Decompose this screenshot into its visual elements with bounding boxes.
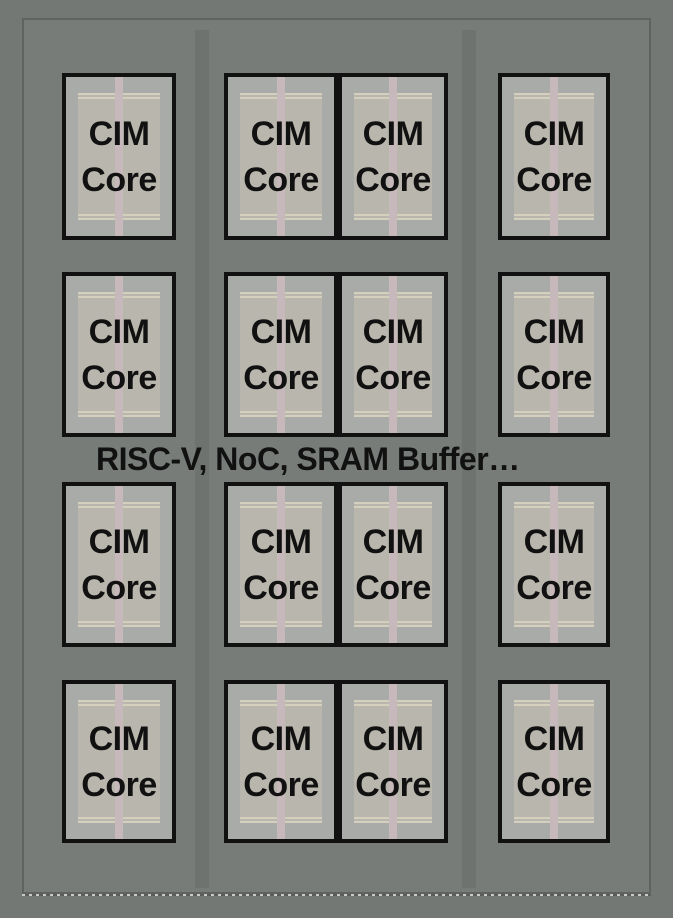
cim-core-label-line1: CIM	[362, 312, 424, 351]
cim-core-label-line1: CIM	[88, 522, 150, 561]
cim-core-label-line1: CIM	[88, 114, 150, 153]
cim-core: CIM Core	[498, 272, 610, 437]
cim-core-label-line2: Core	[81, 765, 157, 804]
cim-core-label: CIM Core	[243, 111, 319, 203]
core-spine	[550, 684, 558, 839]
cim-core: CIM Core	[338, 680, 448, 843]
routing-channel	[195, 30, 209, 888]
cim-core-label-line2: Core	[516, 160, 592, 199]
cim-core-label: CIM Core	[516, 309, 592, 401]
cim-core-label-line1: CIM	[250, 522, 312, 561]
cim-core: CIM Core	[338, 73, 448, 240]
cim-core-label-line1: CIM	[362, 522, 424, 561]
cim-core-label-line1: CIM	[523, 312, 585, 351]
cim-core-label: CIM Core	[243, 309, 319, 401]
cim-core-label: CIM Core	[243, 519, 319, 611]
cim-core-label-line1: CIM	[523, 114, 585, 153]
cim-core-label-line2: Core	[355, 568, 431, 607]
core-spine	[550, 77, 558, 236]
cim-core: CIM Core	[224, 482, 338, 647]
cim-core-label-line2: Core	[243, 160, 319, 199]
shared-logic-caption: RISC-V, NoC, SRAM Buffer…	[96, 441, 520, 477]
cim-core-label: CIM Core	[355, 111, 431, 203]
cim-core: CIM Core	[498, 482, 610, 647]
core-spine	[277, 77, 285, 236]
cim-core-label: CIM Core	[355, 716, 431, 808]
cim-core-label-line2: Core	[243, 568, 319, 607]
core-spine	[389, 486, 397, 643]
cim-core: CIM Core	[224, 680, 338, 843]
core-spine	[115, 486, 123, 643]
cim-core-label-line2: Core	[355, 765, 431, 804]
routing-channel	[462, 30, 476, 888]
cim-core-label-line2: Core	[81, 358, 157, 397]
core-spine	[550, 276, 558, 433]
cim-core-label: CIM Core	[81, 111, 157, 203]
cim-core: CIM Core	[62, 73, 176, 240]
core-spine	[389, 684, 397, 839]
cim-core-label-line1: CIM	[250, 719, 312, 758]
cim-core-label: CIM Core	[516, 519, 592, 611]
core-spine	[277, 486, 285, 643]
core-spine	[389, 77, 397, 236]
cim-core-label-line1: CIM	[88, 719, 150, 758]
cim-core-label: CIM Core	[81, 309, 157, 401]
cim-core-label-line2: Core	[243, 765, 319, 804]
cim-core: CIM Core	[62, 680, 176, 843]
cim-core: CIM Core	[62, 272, 176, 437]
core-spine	[115, 77, 123, 236]
cim-core: CIM Core	[62, 482, 176, 647]
cim-core-label-line1: CIM	[523, 719, 585, 758]
cim-core-label: CIM Core	[355, 519, 431, 611]
cim-core-label-line1: CIM	[250, 312, 312, 351]
cim-core-label-line2: Core	[81, 568, 157, 607]
cim-core-label-line1: CIM	[88, 312, 150, 351]
cim-core-label-line2: Core	[516, 765, 592, 804]
cim-core-label: CIM Core	[516, 716, 592, 808]
cim-core: CIM Core	[224, 272, 338, 437]
cim-core-label: CIM Core	[355, 309, 431, 401]
cim-core-label-line2: Core	[516, 568, 592, 607]
cim-core-label-line2: Core	[81, 160, 157, 199]
cim-core-label: CIM Core	[81, 716, 157, 808]
cim-core: CIM Core	[338, 272, 448, 437]
cim-core: CIM Core	[498, 680, 610, 843]
core-spine	[550, 486, 558, 643]
core-spine	[389, 276, 397, 433]
core-spine	[277, 684, 285, 839]
cim-core-label-line1: CIM	[362, 114, 424, 153]
cim-core-label-line2: Core	[355, 358, 431, 397]
cim-core-label-line1: CIM	[523, 522, 585, 561]
cim-core-label-line2: Core	[243, 358, 319, 397]
cim-core: CIM Core	[224, 73, 338, 240]
cim-core-label-line1: CIM	[362, 719, 424, 758]
core-spine	[277, 276, 285, 433]
cim-core-label-line2: Core	[355, 160, 431, 199]
cim-core-label-line1: CIM	[250, 114, 312, 153]
cim-core-label: CIM Core	[243, 716, 319, 808]
cim-core: CIM Core	[338, 482, 448, 647]
cim-core-label: CIM Core	[516, 111, 592, 203]
cim-core-label-line2: Core	[516, 358, 592, 397]
core-spine	[115, 276, 123, 433]
cim-core-label: CIM Core	[81, 519, 157, 611]
cim-core: CIM Core	[498, 73, 610, 240]
core-spine	[115, 684, 123, 839]
